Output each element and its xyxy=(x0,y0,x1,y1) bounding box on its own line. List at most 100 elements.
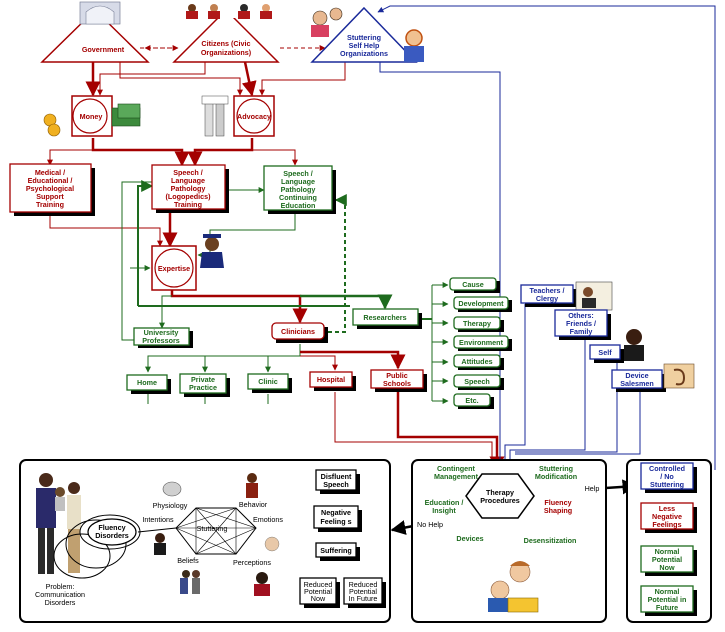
home-label: Home xyxy=(137,378,157,387)
disfluent-box xyxy=(315,469,357,491)
node-public-schools[interactable]: Public Schools xyxy=(370,369,427,392)
reduced-now-label-1: Reduced xyxy=(304,580,333,589)
clinic-label: Clinic xyxy=(258,377,278,386)
family-image xyxy=(36,473,81,574)
outcome-normal-now[interactable]: Normal Potential Now xyxy=(640,545,697,576)
outcome-negative-feelings[interactable]: Negative Feeling s xyxy=(313,505,362,532)
edge-advocacy-ce xyxy=(252,149,298,166)
factor-line-4 xyxy=(195,507,257,529)
problem-label-1: Problem: xyxy=(46,582,75,591)
couple-body-icon xyxy=(180,578,188,594)
node-slp-ce[interactable]: Speech / Language Pathology Continuing E… xyxy=(263,165,336,214)
node-hospital[interactable]: Hospital xyxy=(309,371,356,391)
node-researchers[interactable]: Researchers xyxy=(352,308,422,329)
self-help-label-3: Organizations xyxy=(340,49,388,58)
outcome-controlled[interactable]: Controlled / No Stuttering xyxy=(640,462,697,493)
node-expertise[interactable]: Expertise xyxy=(151,234,224,291)
fluency-cloud-3 xyxy=(53,533,111,579)
outcome-disfluent-speech[interactable]: Disfluent Speech xyxy=(315,469,360,494)
expertise-circle xyxy=(154,248,194,288)
node-private-practice[interactable]: Private Practice xyxy=(179,373,230,397)
selfhelp-person-3-body xyxy=(404,46,424,62)
node-university-professors[interactable]: University Professors xyxy=(133,327,193,348)
self-box xyxy=(589,344,621,360)
medical-label-3: Psychological xyxy=(26,184,74,193)
node-device-salesmen[interactable]: Device Salesmen xyxy=(611,363,695,392)
self-help-triangle xyxy=(310,6,418,63)
node-stuttering-self-help[interactable]: Stuttering Self Help Organizations xyxy=(310,6,424,63)
node-self[interactable]: Self xyxy=(589,329,644,363)
outcome-less-negative[interactable]: Less Negative Feelings xyxy=(640,502,697,533)
audience-head-3-icon xyxy=(240,4,248,12)
topic-environment[interactable]: Environment xyxy=(453,335,512,351)
node-slp-training[interactable]: Speech / Language Pathology (Logopedics)… xyxy=(151,164,229,213)
topic-development[interactable]: Development xyxy=(453,296,512,312)
outcome-normal-future[interactable]: Normal Potential in Future xyxy=(640,585,697,616)
topic-speech[interactable]: Speech xyxy=(453,374,504,390)
cash-icon-2 xyxy=(117,103,141,119)
node-teachers-clergy[interactable]: Teachers / Clergy xyxy=(520,281,613,311)
factor-line-6 xyxy=(195,527,257,555)
protester-icon xyxy=(204,101,214,137)
topic-etc[interactable]: Etc. xyxy=(453,393,494,409)
slp-ce-label-5: Education xyxy=(281,201,316,210)
outcome-suffering[interactable]: Suffering xyxy=(315,542,360,561)
node-others[interactable]: Others: Friends / Family xyxy=(554,309,611,340)
expertise-label: Expertise xyxy=(158,264,190,273)
slp-ce-label-4: Continuing xyxy=(279,193,317,202)
node-money[interactable]: Money xyxy=(43,95,141,137)
topic-attitudes[interactable]: Attitudes xyxy=(453,354,504,370)
contingent-label-1: Contingent xyxy=(437,464,476,473)
clinicians-label: Clinicians xyxy=(281,327,315,336)
slp-ce-label-3: Pathology xyxy=(281,185,316,194)
outcome-reduced-future[interactable]: Reduced Potential In Future xyxy=(343,577,386,608)
fluency-disorders-label-1: Fluency xyxy=(98,523,125,532)
audience-head-4-icon xyxy=(262,4,270,12)
outcome-panel-frame xyxy=(626,459,712,623)
stuttering-center-label: Stuttering xyxy=(197,524,228,533)
topic-speech-label: Speech xyxy=(464,377,490,386)
therapy-procedures-hexagon[interactable] xyxy=(465,473,535,519)
topic-therapy[interactable]: Therapy xyxy=(453,316,504,332)
topic-cause[interactable]: Cause xyxy=(449,277,500,293)
factor-line-7 xyxy=(175,527,237,555)
slp-training-label-4: (Logopedics) xyxy=(165,192,211,201)
device-box xyxy=(611,369,663,389)
audience-body-3 xyxy=(238,11,250,19)
fluency-disorders-ellipse[interactable] xyxy=(87,518,137,546)
therapy-procedures-label-1: Therapy xyxy=(486,488,514,497)
node-clinicians[interactable]: Clinicians xyxy=(271,322,328,343)
selfhelp-person-3-icon xyxy=(405,29,423,47)
node-clinic[interactable]: Clinic xyxy=(247,373,292,393)
fluency-shaping-label-2: Shaping xyxy=(544,506,572,515)
problem-label-3: Disorders xyxy=(45,598,76,607)
adult-hair-icon xyxy=(510,561,530,566)
money-label: Money xyxy=(80,112,103,121)
beliefs-label: Beliefs xyxy=(177,556,199,565)
disfluent-label-2: Speech xyxy=(323,480,349,489)
node-home[interactable]: Home xyxy=(126,374,171,394)
emotions-label: Emotions xyxy=(253,515,283,524)
slp-training-label-1: Speech / xyxy=(173,168,203,177)
citizens-label-1: Citizens (Civic xyxy=(201,39,250,48)
problem-label-2: Communication xyxy=(35,590,85,599)
negative-box xyxy=(313,505,359,529)
capitol-dome-icon xyxy=(85,5,115,25)
node-citizens[interactable]: Citizens (Civic Organizations) xyxy=(172,4,280,63)
researchers-label: Researchers xyxy=(363,313,406,322)
node-medical-support[interactable]: Medical / Educational / Psychological Su… xyxy=(9,163,95,216)
slp-ce-label-1: Speech / xyxy=(283,169,313,178)
child-head-icon xyxy=(55,487,65,497)
node-advocacy[interactable]: Advocacy xyxy=(201,95,275,137)
outcome-reduced-now[interactable]: Reduced Potential Now xyxy=(299,577,340,608)
beliefs-head-icon xyxy=(155,533,165,543)
others-label-1: Others: xyxy=(568,311,594,320)
factor-network xyxy=(137,507,257,555)
citizens-label-2: Organizations) xyxy=(201,48,252,57)
medical-label-2: Educational / xyxy=(28,176,73,185)
node-government[interactable]: Government xyxy=(40,1,150,63)
medical-label-4: Support xyxy=(36,192,64,201)
government-triangle xyxy=(40,8,150,63)
reduced-now-label-2: Potential xyxy=(304,587,332,596)
